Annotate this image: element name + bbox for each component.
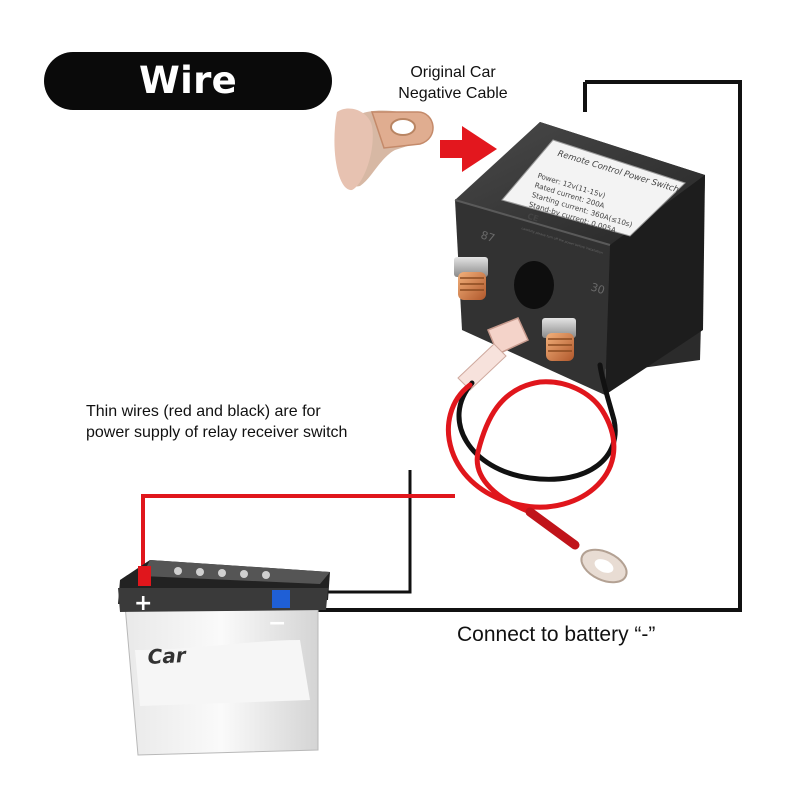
original-cable-line2: Negative Cable xyxy=(398,85,508,102)
battery-plus-sign: + xyxy=(134,591,152,616)
battery-positive-terminal xyxy=(138,566,151,586)
relay-red-lead xyxy=(446,379,617,515)
relay-spec-label xyxy=(501,139,686,237)
terminal-post-right xyxy=(542,318,576,361)
ring-terminal-icon xyxy=(580,548,628,584)
relay-red-lead-end xyxy=(525,507,580,550)
connect-battery-label: Connect to battery “-” xyxy=(457,623,656,646)
title-badge: Wire Diagram xyxy=(44,52,332,160)
relay-center-hole xyxy=(514,261,554,309)
relay-cert-mark: CE xyxy=(526,212,539,224)
thin-wires-note-line1: Thin wires (red and black) are for xyxy=(86,403,321,420)
thin-wires-note-line2: power supply of relay receiver switch xyxy=(86,424,348,441)
original-cable-label: Original Car Negative Cable xyxy=(378,62,528,104)
terminal-post-left xyxy=(454,257,488,300)
battery-negative-terminal xyxy=(272,590,290,608)
black-loop-wire xyxy=(287,80,742,612)
terminal-87-label: 87 xyxy=(479,228,496,245)
original-cable-line1: Original Car xyxy=(410,64,496,81)
car-battery: + − Car xyxy=(118,560,330,756)
red-thin-wire xyxy=(141,494,455,575)
thin-wires-note: Thin wires (red and black) are for power… xyxy=(86,401,406,443)
terminal-30-label: 30 xyxy=(589,280,606,297)
battery-minus-sign: − xyxy=(268,611,286,636)
red-arrow xyxy=(440,126,497,172)
negative-cable-terminal xyxy=(334,108,434,191)
relay-switch: 87 30 xyxy=(454,122,705,395)
battery-cell-caps xyxy=(174,567,270,579)
relay-black-lead xyxy=(456,362,618,482)
battery-brand: Car xyxy=(147,643,187,669)
